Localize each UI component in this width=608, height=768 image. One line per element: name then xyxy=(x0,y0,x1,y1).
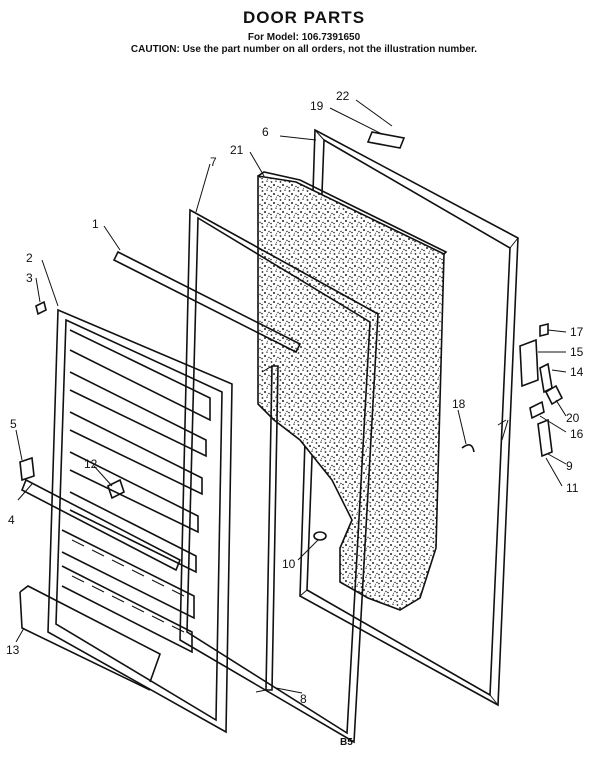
callout-11: 11 xyxy=(566,481,579,495)
hook-part xyxy=(461,444,475,453)
inner-door-liner xyxy=(47,308,233,734)
callout-2: 2 xyxy=(26,251,33,265)
page-title: DOOR PARTS xyxy=(242,8,366,27)
breaker-strips xyxy=(112,250,302,693)
callout-6: 6 xyxy=(262,125,269,139)
callout-1: 1 xyxy=(92,217,99,231)
callout-17: 17 xyxy=(570,325,584,339)
callout-12: 12 xyxy=(84,457,98,471)
callout-15: 15 xyxy=(570,345,584,359)
leader-lines xyxy=(15,99,567,694)
shelf-clip xyxy=(107,478,125,500)
top-cap-part xyxy=(366,131,406,149)
bottom-shelf-rail xyxy=(19,585,161,691)
page-code: B5 xyxy=(340,737,353,748)
door-gasket xyxy=(179,208,379,744)
door-stop-part xyxy=(313,531,327,541)
callout-18: 18 xyxy=(452,397,466,411)
callout-4: 4 xyxy=(8,513,15,527)
callout-9: 9 xyxy=(566,459,573,473)
foam-insulation xyxy=(257,171,448,611)
callout-5: 5 xyxy=(10,417,17,431)
callout-13: 13 xyxy=(6,643,20,657)
callout-22: 22 xyxy=(336,89,350,103)
door-shelf-bar xyxy=(20,478,182,572)
callout-16: 16 xyxy=(570,427,584,441)
caution-notice: CAUTION: Use the part number on all orde… xyxy=(130,44,478,55)
callout-10: 10 xyxy=(282,557,296,571)
bracket-part xyxy=(19,456,35,482)
callout-labels: 1 2 3 4 5 6 7 8 9 10 11 12 13 14 15 16 1… xyxy=(6,89,584,706)
handle-parts xyxy=(519,322,564,458)
callout-20: 20 xyxy=(566,411,580,425)
callout-8: 8 xyxy=(300,692,307,706)
callout-7: 7 xyxy=(210,155,217,169)
model-number-line: For Model: 106.7391650 xyxy=(247,32,361,43)
screw-part xyxy=(35,300,47,316)
callout-21: 21 xyxy=(230,143,244,157)
callout-14: 14 xyxy=(570,365,584,379)
callout-19: 19 xyxy=(310,99,324,113)
callout-3: 3 xyxy=(26,271,33,285)
